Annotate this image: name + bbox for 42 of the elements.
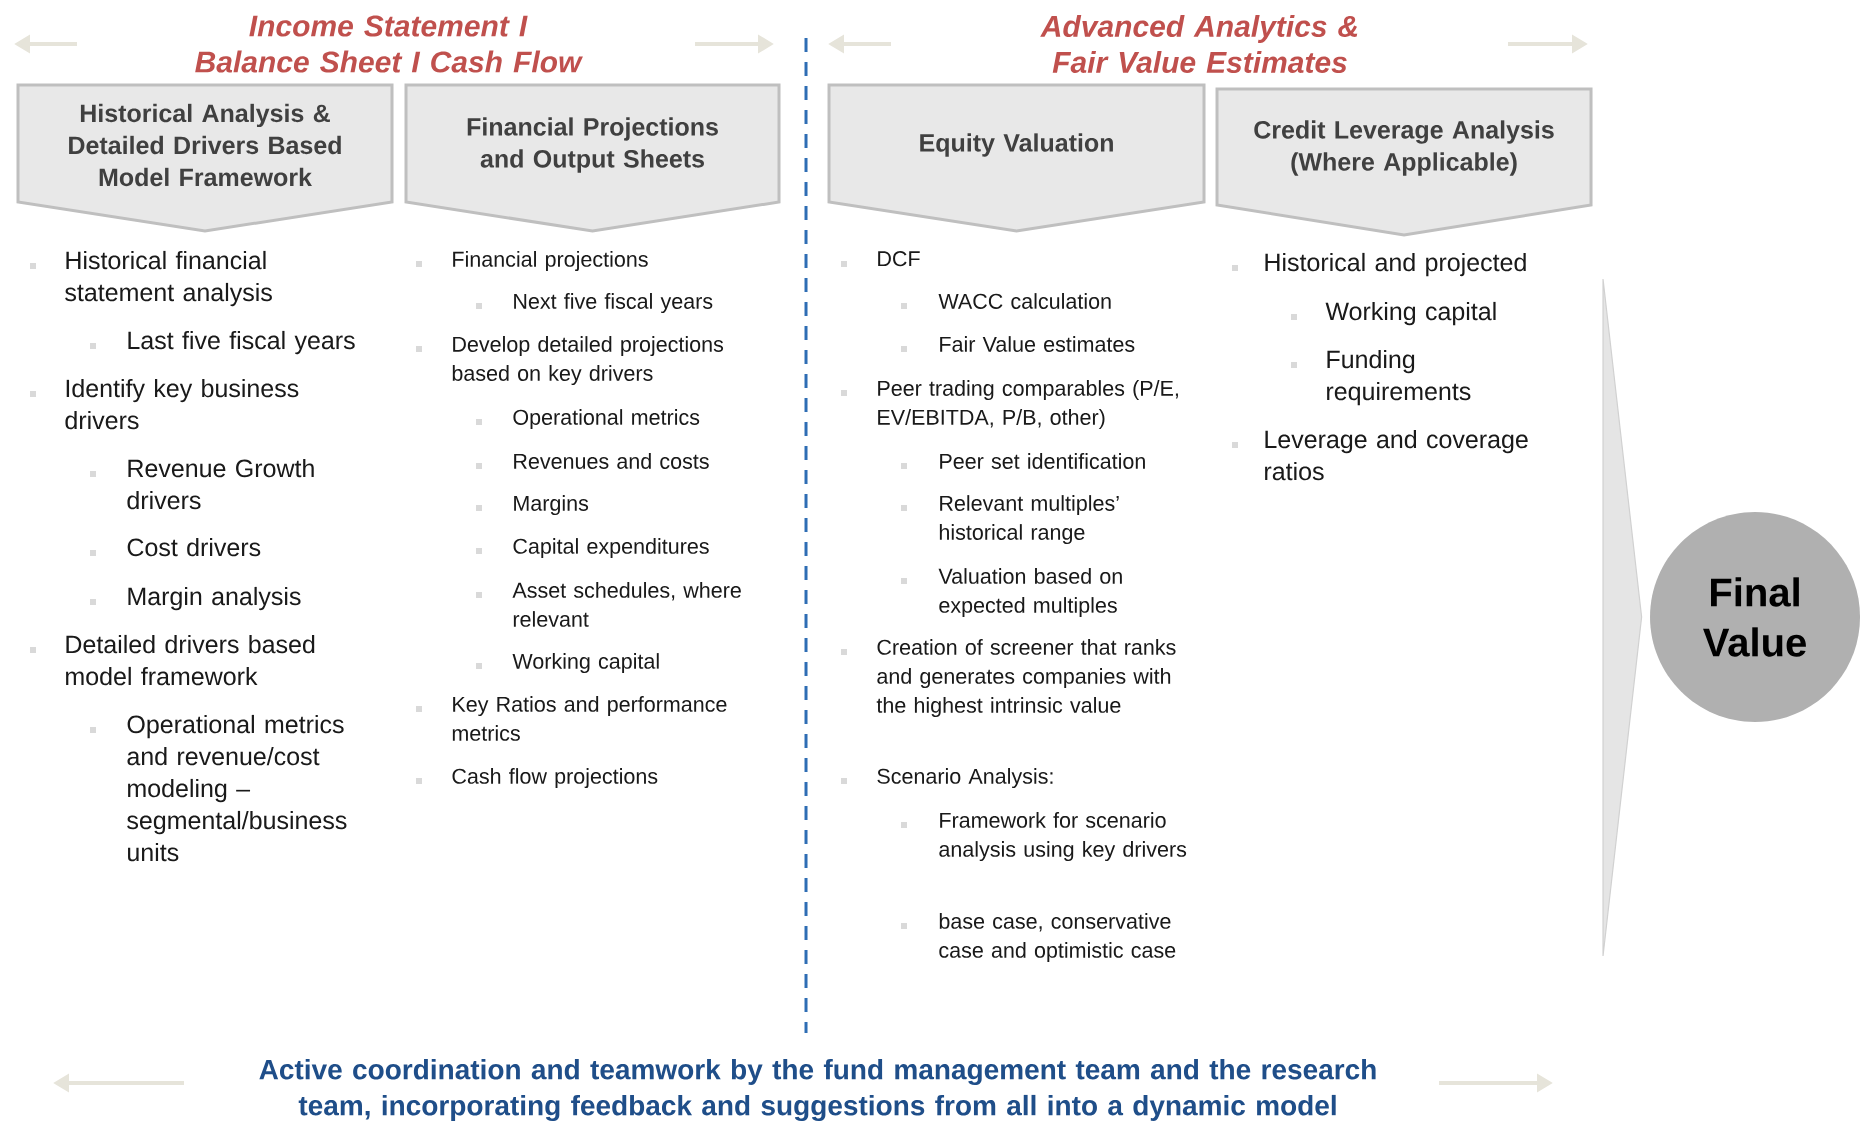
chevron-box: Credit Leverage Analysis (Where Applicable) (1215, 87, 1593, 237)
arrow (1602, 278, 1643, 957)
bullet-item: Financial projections (416, 251, 648, 272)
bullet-item: Framework for scenario analysis using key drivers (901, 812, 1187, 862)
bullet-item: Margins (476, 495, 589, 516)
bullet-item: Peer trading comparables (P/E, EV/EBITDA, P/B, other) (841, 380, 1178, 430)
bullet-item: Operational metrics and revenue/cost modeling – segmental/business units (90, 714, 347, 862)
chevron-box: Financial Projections and Output Sheets (404, 83, 781, 233)
bullet-item: Historical and projected (1232, 252, 1526, 277)
bullet-item: Detailed drivers based model framework (30, 634, 315, 686)
bullet-item: Next five fiscal years (476, 293, 713, 314)
bullet-item: Develop detailed projections based on key drivers (416, 336, 724, 386)
bullet-item: Leverage and coverage ratios (1232, 429, 1528, 481)
chevron-box: Historical Analysis & Detailed Drivers Based Model Framework (16, 83, 394, 233)
bullet-item: Identify key business drivers (30, 378, 299, 430)
bullet-item: Key Ratios and performance metrics (416, 696, 727, 741)
bullet-item: Asset schedules, where relevant (476, 582, 741, 627)
bullet-item: base case, conservative case and optimistic case (901, 913, 1176, 963)
bullet-item: Cost drivers (90, 537, 261, 557)
bullet-item: Cash flow projections (416, 768, 658, 789)
bullet-item: Scenario Analysis: (841, 768, 1053, 789)
bullet-item: Last five fiscal years (90, 330, 355, 355)
bullet-item: Funding requirements (1291, 349, 1471, 406)
bullet-item: WACC calculation (901, 293, 1111, 309)
bullet-item: Peer set identification (901, 453, 1145, 469)
bullet-item: Relevant multiples’ historical range (901, 495, 1119, 545)
bullet-item: Margin analysis (90, 586, 301, 611)
section-heading: Income Statement I Balance Sheet I Cash Flow (195, 15, 583, 73)
bullet-item: Capital expenditures (476, 538, 709, 559)
bullet-item: Working capital (1291, 301, 1496, 326)
chevron-box: Equity Valuation (827, 83, 1206, 233)
bullet-item: Fair Value estimates (901, 336, 1135, 352)
bullet-item: Working capital (476, 653, 659, 674)
section-heading: Advanced Analytics & Fair Value Estimates (1040, 15, 1358, 73)
footer-note: Active coordination and teamwork by the fund management team and the research team, incorporating feedback and suggestions from all into a dynamic model (259, 1058, 1376, 1122)
bullet-item: Valuation based on expected multiples (901, 568, 1122, 618)
bullet-item: Revenues and costs (476, 453, 709, 469)
bullet-item: Revenue Growth drivers (90, 458, 314, 510)
bullet-item: DCF (841, 251, 920, 267)
bullet-item: Creation of screener that ranks and generates companies with the highest intrinsic value (841, 639, 1176, 718)
bullet-item: Operational metrics (476, 409, 700, 430)
bullet-item: Historical financial statement analysis (30, 250, 272, 307)
